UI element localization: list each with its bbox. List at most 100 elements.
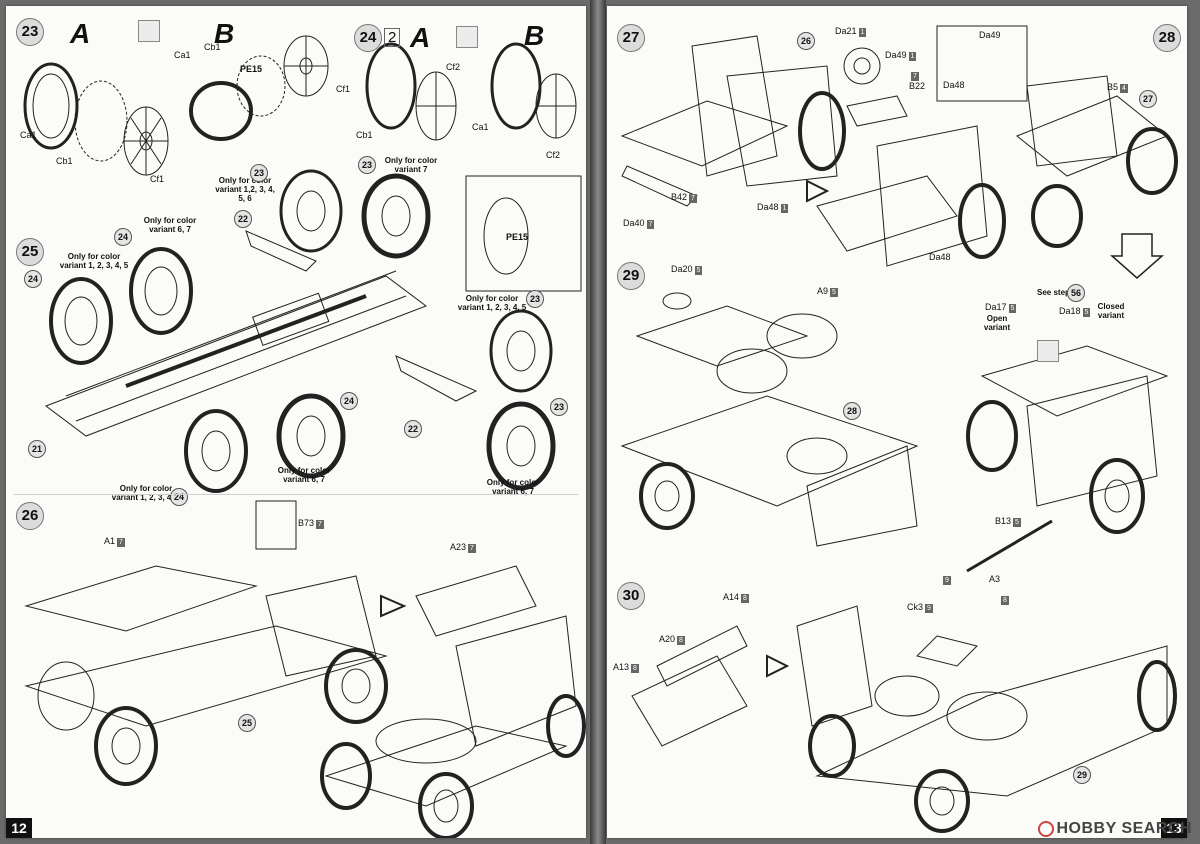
body-30-drawing: [796, 605, 1168, 797]
part-da48-b-label: Da48: [929, 252, 951, 262]
note-see-step: See step: [1037, 288, 1070, 297]
wheel-23a: [279, 169, 343, 253]
right-page-drawings: [620, 25, 1178, 833]
note-cv-1-5-b: Only for color variant 1, 2, 3, 4, 5: [457, 294, 527, 312]
ref-24a: 24: [24, 270, 42, 288]
step-26-badge: 26: [16, 502, 44, 530]
ref-56: 56: [1067, 284, 1085, 302]
watermark: HOBBY SEARCH: [1037, 820, 1193, 838]
wheel-24a-front: [49, 277, 113, 365]
part-ca1-label: Ca1: [20, 130, 37, 140]
glue-icon: [456, 26, 478, 48]
ref-29: 29: [1073, 766, 1091, 784]
part-cf1-label: Cf1: [150, 174, 165, 184]
tire-ca1-drawing: [23, 62, 79, 150]
step-29-badge: 29: [617, 262, 645, 290]
fender-22a: [395, 355, 478, 402]
glue-icon: [1037, 340, 1059, 362]
rod-b13: [966, 519, 1053, 573]
step-30-badge: 30: [617, 582, 645, 610]
section-divider: [14, 494, 578, 495]
body-27-right-drawing: [816, 95, 988, 267]
chassis-29-drawing: [620, 305, 919, 547]
ref-25: 25: [238, 714, 256, 732]
detail-inset-pe15: [465, 175, 582, 292]
tire-24a-drawing: [365, 42, 457, 141]
chassis-26-right-drawing: [324, 565, 577, 807]
arrow-down-28: [1110, 233, 1164, 279]
tire-24b-drawing: [490, 42, 577, 139]
page-number-left: 12: [6, 818, 32, 838]
part-tag-9: 9: [943, 576, 951, 585]
ref-22a: 22: [404, 420, 422, 438]
part-pe15-label: PE15: [240, 64, 263, 74]
wheel-23b-right-lower: [486, 401, 556, 491]
tire-cb1-drawing: [74, 80, 128, 162]
part-da49-inset-label: Da49: [979, 30, 1001, 40]
note-cv-6-7-c: Only for color variant 6, 7: [486, 478, 540, 496]
logo-icon: [1037, 820, 1054, 837]
ref-27: 27: [1139, 90, 1157, 108]
variant-24a-label: A: [410, 22, 431, 53]
arrow-26: [380, 594, 407, 618]
seats-30-drawing: [631, 625, 748, 747]
book-gutter: [590, 0, 606, 844]
part-cb1-label: Cb1: [56, 156, 73, 166]
wheel-24a-rear: [184, 409, 248, 493]
instruction-page-left: 23 A B Ca1 Cb1 Cf1 Ca1 Cb1 PE15 Cf1 24 2…: [6, 6, 586, 838]
note-cv-1-5: Only for color variant 1, 2, 3, 4, 5: [59, 252, 129, 270]
quantity-x2: 2: [384, 28, 401, 47]
wheel-24b-front: [129, 247, 193, 335]
part-pe15-inset-label: PE15: [506, 232, 529, 242]
ref-26: 26: [797, 32, 815, 50]
part-ca1-24-label: Ca1: [472, 122, 489, 132]
part-ca1-b-label: Ca1: [174, 50, 191, 60]
part-cf2-label: Cf2: [446, 62, 461, 72]
glue-icon: [138, 20, 160, 42]
note-closed-variant: Closed variant: [1097, 302, 1125, 320]
step-25-badge: 25: [16, 238, 44, 266]
part-a3-label: A3: [989, 574, 1001, 584]
ref-23b-rear: 23: [550, 398, 568, 416]
note-open-variant: Open variant: [983, 314, 1011, 332]
detail-inset-da48: [936, 25, 1028, 102]
wheel-cf1-drawing: [123, 106, 169, 176]
note-cv-7: Only for color variant 7: [384, 156, 438, 174]
note-cv-1-5-c: Only for color variant 1, 2, 3, 4, 5: [111, 484, 181, 502]
ref-22b: 22: [234, 210, 252, 228]
chassis-25-drawing: [44, 270, 428, 437]
chassis-26-left-drawing: [24, 500, 388, 727]
part-cf2-24-label: Cf2: [546, 150, 561, 160]
part-cf1-b-label: Cf1: [336, 84, 351, 94]
part-da48-inset-label: Da48: [943, 80, 965, 90]
part-cb1-b-label: Cb1: [204, 42, 221, 52]
ref-24b-rear: 24: [340, 392, 358, 410]
ref-21: 21: [28, 440, 46, 458]
tire-b-drawing: [189, 35, 329, 141]
step-23-badge: 23: [16, 18, 44, 46]
page-number-right: 13: [1161, 818, 1187, 838]
step-28-badge: 28: [1153, 24, 1181, 52]
variant-b-label: B: [214, 18, 235, 49]
ref-23a-2: 23: [358, 156, 376, 174]
ref-24a-rear: 24: [170, 488, 188, 506]
ref-28: 28: [843, 402, 861, 420]
